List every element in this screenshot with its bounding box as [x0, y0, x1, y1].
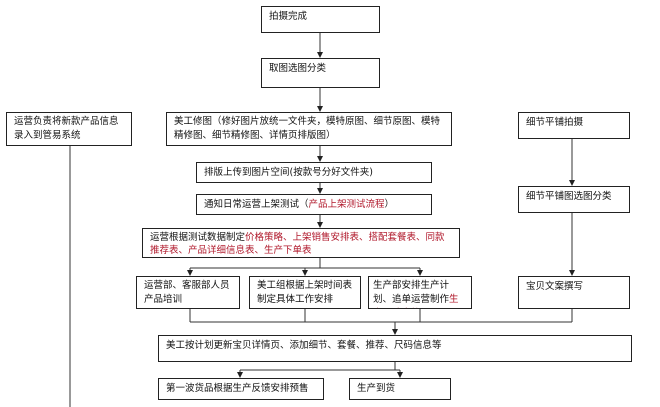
node-art-update: 美工按计划更新宝贝详情页、添加细节、套餐、推荐、尺码信息等 — [158, 335, 632, 362]
arrow-head — [569, 270, 575, 276]
node-ops-plan: 运营根据测试数据制定价格策略、上架销售安排表、搭配套餐表、同款推荐表、产品详细信… — [142, 228, 460, 258]
node-first-batch: 第一波货品根据生产反馈安排预售 — [158, 378, 324, 400]
arrow-head — [317, 156, 323, 162]
node-art-schedule: 美工组根据上架时间表制定具体工作安排 — [249, 276, 361, 309]
arrow-head — [317, 52, 323, 58]
node-photo-done: 拍摄完成 — [261, 6, 380, 33]
arrow-head — [397, 372, 403, 378]
arrow-head — [392, 329, 398, 335]
arrow-head — [237, 372, 243, 378]
node-production-arrival: 生产到货 — [349, 378, 451, 400]
node-select-classify: 取图选图分类 — [261, 58, 380, 88]
node-detail-flat-classify: 细节平铺图选图分类 — [518, 186, 630, 213]
node-service-training: 运营部、客服部人员产品培训 — [136, 276, 240, 309]
arrow-head — [317, 106, 323, 112]
arrow-head — [302, 270, 308, 276]
arrow-head — [317, 188, 323, 194]
node-notify-ops: 通知日常运营上架测试（产品上架测试流程） — [196, 194, 432, 215]
node-detail-flat-shoot: 细节平铺拍摄 — [518, 112, 630, 139]
arrow-head — [317, 222, 323, 228]
arrow-head — [187, 270, 193, 276]
arrow-head — [569, 180, 575, 186]
node-upload-space: 排版上传到图片空间(按款号分好文件夹) — [196, 162, 432, 183]
node-art-retouch: 美工修图（修好图片放统一文件夹，模特原图、细节原图、模特精修图、细节精修图、详情… — [166, 112, 452, 146]
arrow-head — [417, 270, 423, 276]
node-copywriting: 宝贝文案撰写 — [518, 276, 630, 309]
node-ops-enter-info: 运营负责将新款产品信息录入到管易系统 — [6, 112, 132, 146]
node-production-plan: 生产部安排生产计划、追单运营制作生产跟踪表格 — [368, 276, 472, 309]
